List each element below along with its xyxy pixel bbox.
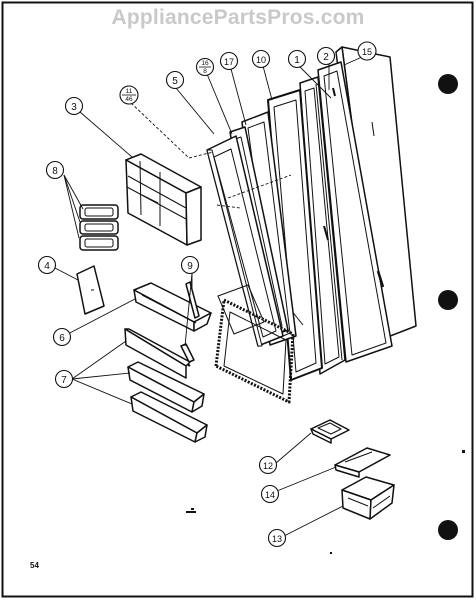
- binder-hole-middle: [438, 290, 458, 310]
- svg-text:13: 13: [272, 534, 282, 544]
- part-2-door-panel: [317, 61, 393, 363]
- callout-4: 4: [37, 255, 57, 275]
- callout-3: 3: [64, 96, 84, 116]
- part-7-door-shelf-middle: [127, 361, 205, 413]
- binder-hole-top: [438, 74, 458, 94]
- svg-text:7: 7: [61, 375, 67, 386]
- svg-text:8: 8: [203, 68, 207, 75]
- svg-text:14: 14: [265, 490, 275, 500]
- watermark: AppliancePartsPros.com: [111, 6, 365, 29]
- part-3-dairy-compartment: [125, 153, 202, 246]
- lower-frame-detail: [214, 298, 295, 404]
- svg-text:46: 46: [125, 96, 133, 103]
- svg-text:16: 16: [201, 60, 209, 67]
- callout-9: 9: [180, 255, 200, 275]
- svg-text:5: 5: [172, 76, 178, 87]
- callout-8: 8: [45, 160, 65, 180]
- callout-7: 7: [54, 369, 74, 389]
- svg-text:11: 11: [126, 88, 133, 95]
- part-4-cover-plate: [76, 265, 105, 315]
- callout-labels: 1 2 15 10 17 16 8 5: [37, 41, 377, 548]
- callout-5: 5: [165, 70, 185, 90]
- svg-text:9: 9: [187, 261, 193, 272]
- svg-text:8: 8: [52, 166, 58, 177]
- callout-11-46: 11 46: [119, 85, 139, 105]
- part-7-door-shelf-upper: [124, 328, 191, 379]
- callout-1: 1: [287, 49, 307, 69]
- svg-text:3: 3: [71, 102, 77, 113]
- callout-10: 10: [251, 49, 271, 69]
- part-5-door-liner-panel: [206, 135, 284, 347]
- leader-lines: [54, 56, 363, 537]
- part-6-door-shelf: [133, 282, 212, 332]
- part-13-basket: [341, 476, 395, 520]
- svg-text:1: 1: [294, 55, 300, 66]
- callout-17: 17: [219, 51, 239, 71]
- svg-text:15: 15: [362, 47, 372, 57]
- page-number: 54: [30, 561, 39, 570]
- callout-13: 13: [267, 528, 287, 548]
- callout-14: 14: [260, 484, 280, 504]
- svg-text:2: 2: [323, 52, 329, 63]
- callout-15: 15: [357, 41, 377, 61]
- part-12-small-tray: [310, 419, 350, 444]
- svg-text:17: 17: [224, 57, 234, 67]
- scan-artifacts: [186, 450, 465, 554]
- part-7-door-shelf-lower: [130, 391, 208, 443]
- callout-12: 12: [258, 455, 278, 475]
- door-assembly: [206, 46, 417, 404]
- callout-2: 2: [316, 46, 336, 66]
- svg-text:12: 12: [263, 461, 273, 471]
- callout-16-8: 16 8: [195, 57, 215, 77]
- callout-6: 6: [52, 327, 72, 347]
- svg-text:10: 10: [256, 55, 266, 65]
- svg-text:4: 4: [44, 261, 50, 272]
- part-8-storage-trays: [79, 204, 119, 251]
- svg-text:6: 6: [59, 333, 65, 344]
- part-14-cover-lid: [334, 447, 391, 478]
- binder-hole-bottom: [438, 520, 458, 540]
